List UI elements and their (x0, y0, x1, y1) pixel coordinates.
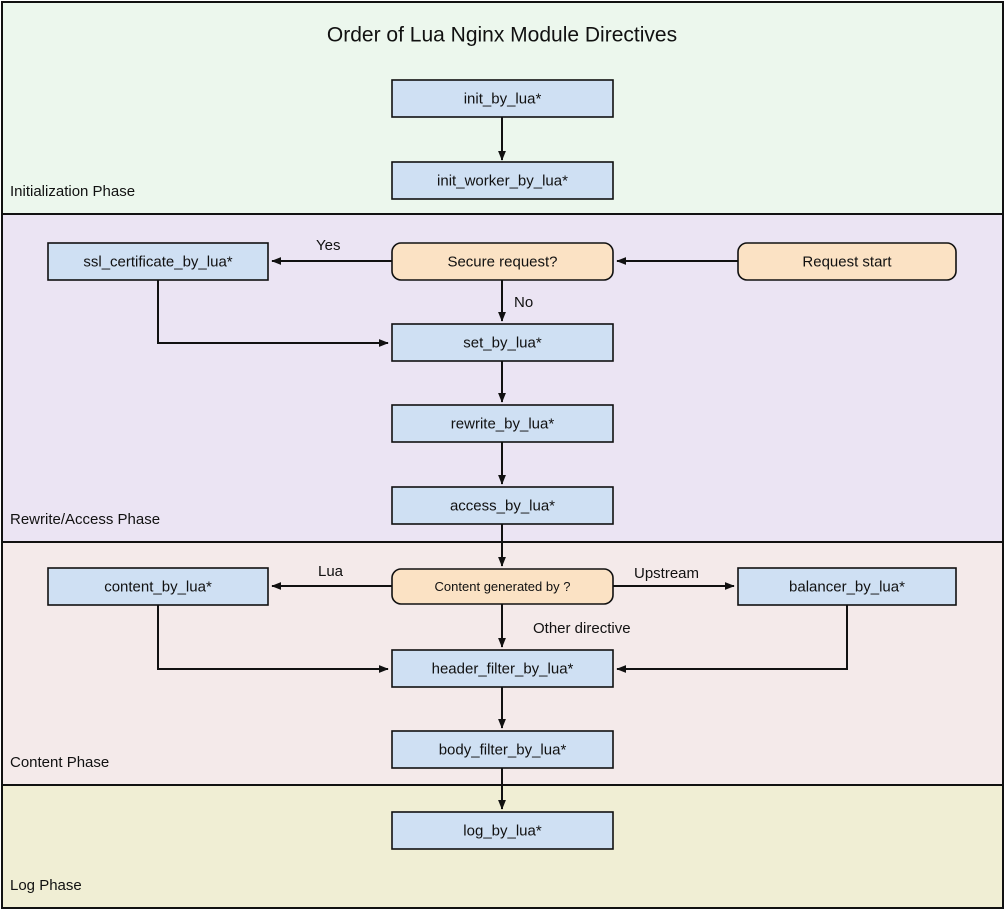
flow-node-shape[interactable] (391, 486, 614, 525)
flow-node-secure_request[interactable]: Secure request? (391, 242, 614, 281)
flow-edge-label-label-no: No (514, 294, 533, 311)
flow-edge-label-label-other-directive: Other directive (533, 620, 631, 637)
flow-node-rewrite_by_lua[interactable]: rewrite_by_lua* (391, 404, 614, 443)
flow-node-shape[interactable] (47, 242, 269, 281)
flow-node-init_by_lua[interactable]: init_by_lua* (391, 79, 614, 118)
phase-band-label: Log Phase (10, 877, 82, 894)
flow-node-label: init_by_lua* (464, 90, 542, 107)
flow-node-label: ssl_certificate_by_lua* (83, 253, 232, 270)
flow-node-shape[interactable] (391, 161, 614, 200)
flow-node-shape[interactable] (737, 567, 957, 606)
flow-edges (157, 117, 848, 810)
flow-node-label: Secure request? (447, 253, 557, 270)
flow-node-label: init_worker_by_lua* (437, 172, 568, 189)
flow-node-shape[interactable] (391, 568, 614, 605)
flow-node-label: log_by_lua* (463, 822, 542, 839)
flow-edge-content-to-headerfilter (157, 605, 389, 673)
phase-band-label: Content Phase (10, 754, 109, 771)
flow-node-label: Request start (802, 253, 892, 270)
flow-node-body_filter_by_lua[interactable]: body_filter_by_lua* (391, 730, 614, 769)
flow-node-content_by_lua[interactable]: content_by_lua* (47, 567, 269, 606)
flow-node-shape[interactable] (391, 404, 614, 443)
flow-node-shape[interactable] (391, 811, 614, 850)
flow-node-label: rewrite_by_lua* (451, 415, 555, 432)
flow-node-set_by_lua[interactable]: set_by_lua* (391, 323, 614, 362)
flow-nodes: init_by_lua* init_worker_by_lua* Request s… (47, 79, 957, 850)
flow-node-label: Content generated by ? (435, 579, 571, 594)
page-title: Order of Lua Nginx Module Directives (327, 24, 677, 47)
flow-node-shape[interactable] (47, 567, 269, 606)
flow-node-label: body_filter_by_lua* (439, 741, 567, 758)
flow-node-shape[interactable] (737, 242, 957, 281)
flow-node-content_generated_by[interactable]: Content generated by ? (391, 568, 614, 605)
flow-node-label: access_by_lua* (450, 497, 555, 514)
flow-edge-balancer-to-headerfilter (616, 605, 848, 673)
flow-node-label: set_by_lua* (463, 334, 542, 351)
flow-node-label: content_by_lua* (104, 578, 212, 595)
flow-node-shape[interactable] (391, 79, 614, 118)
flow-node-header_filter_by_lua[interactable]: header_filter_by_lua* (391, 649, 614, 688)
flow-edge-label-label-yes: Yes (316, 237, 340, 254)
flow-node-balancer_by_lua[interactable]: balancer_by_lua* (737, 567, 957, 606)
flow-node-shape[interactable] (391, 323, 614, 362)
flow-node-log_by_lua[interactable]: log_by_lua* (391, 811, 614, 850)
flow-node-shape[interactable] (391, 649, 614, 688)
flow-node-label: header_filter_by_lua* (432, 660, 574, 677)
flow-node-init_worker_by_lua[interactable]: init_worker_by_lua* (391, 161, 614, 200)
flow-node-request_start[interactable]: Request start (737, 242, 957, 281)
flow-node-access_by_lua[interactable]: access_by_lua* (391, 486, 614, 525)
flow-edge-label-label-upstream: Upstream (634, 565, 699, 582)
flow-node-ssl_certificate_by_lua[interactable]: ssl_certificate_by_lua* (47, 242, 269, 281)
flow-node-shape[interactable] (391, 242, 614, 281)
flow-edge-label-label-lua: Lua (318, 563, 344, 580)
phase-band-label: Rewrite/Access Phase (10, 511, 160, 528)
phase-band-label: Initialization Phase (10, 183, 135, 200)
flow-edge-ssl-to-set (157, 280, 389, 347)
flow-node-shape[interactable] (391, 730, 614, 769)
flow-node-label: balancer_by_lua* (789, 578, 905, 595)
